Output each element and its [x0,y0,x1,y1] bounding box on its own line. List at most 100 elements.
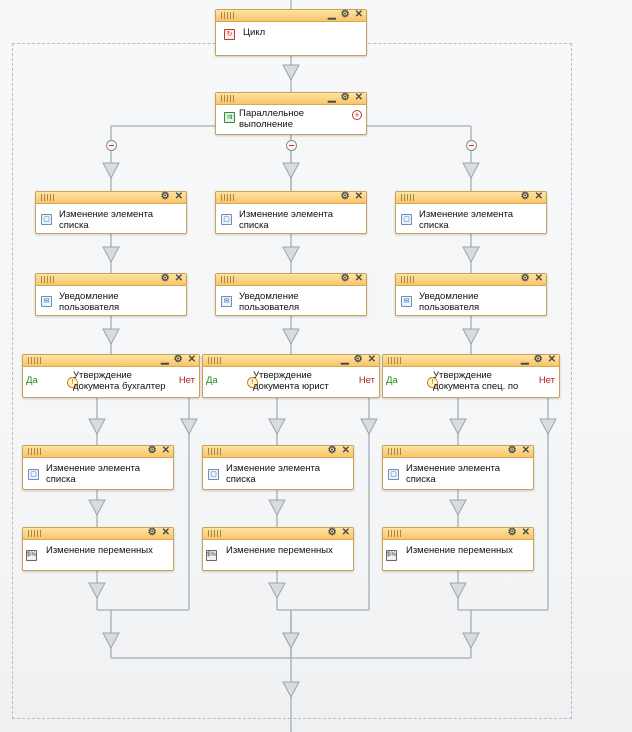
remove-branch-icon[interactable] [466,140,477,151]
drag-handle-icon[interactable] [208,448,222,455]
gear-icon[interactable]: ⚙ [507,527,517,538]
gear-icon[interactable]: ⚙ [147,527,157,538]
gear-icon[interactable]: ⚙ [160,273,170,284]
minimize-icon[interactable]: ▁ [520,354,529,365]
drag-handle-icon[interactable] [401,194,415,201]
activity-header[interactable]: ▁ ⚙ ✕ [203,354,379,367]
drag-handle-icon[interactable] [208,530,222,537]
yes-branch-label: Да [386,375,398,386]
gear-icon[interactable]: ⚙ [353,354,363,365]
close-icon[interactable]: ✕ [354,273,363,284]
close-icon[interactable]: ✕ [174,191,183,202]
close-icon[interactable]: ✕ [354,191,363,202]
remove-branch-icon[interactable] [286,140,297,151]
close-icon[interactable]: ✕ [354,92,363,103]
activity-header[interactable]: ⚙✕ [383,527,533,540]
activity-header[interactable]: ▁ ⚙ ✕ [23,354,199,367]
drag-handle-icon[interactable] [28,357,42,364]
activity-body: $%Изменение переменных [23,540,173,571]
gear-icon[interactable]: ⚙ [520,273,530,284]
activity-header[interactable]: ⚙✕ [396,273,546,286]
activity-header[interactable]: ⚙✕ [383,445,533,458]
activity-label: Изменение элемента [406,463,501,474]
loop-activity[interactable]: ▁⚙✕↻Цикл [215,9,367,56]
drag-handle-icon[interactable] [41,276,55,283]
drag-handle-icon[interactable] [401,276,415,283]
gear-icon[interactable]: ⚙ [327,527,337,538]
drag-handle-icon[interactable] [208,357,222,364]
activity-header[interactable]: ⚙✕ [396,191,546,204]
variables-activity[interactable]: ⚙✕$%Изменение переменных [202,527,354,571]
close-icon[interactable]: ✕ [367,354,376,365]
minimize-icon[interactable]: ▁ [327,9,336,20]
drag-handle-icon[interactable] [221,194,235,201]
minimize-icon[interactable]: ▁ [160,354,169,365]
drag-handle-icon[interactable] [221,276,235,283]
close-icon[interactable]: ✕ [341,527,350,538]
activity-header[interactable]: ⚙✕ [23,445,173,458]
close-icon[interactable]: ✕ [534,273,543,284]
minimize-icon[interactable]: ▁ [340,354,349,365]
close-icon[interactable]: ✕ [174,273,183,284]
gear-icon[interactable]: ⚙ [147,445,157,456]
close-icon[interactable]: ✕ [521,445,530,456]
gear-icon[interactable]: ⚙ [327,445,337,456]
minimize-icon[interactable]: ▁ [327,92,336,103]
drag-handle-icon[interactable] [28,530,42,537]
drag-handle-icon[interactable] [221,12,235,19]
variables-activity[interactable]: ⚙✕$%Изменение переменных [22,527,174,571]
gear-icon[interactable]: ⚙ [340,191,350,202]
close-icon[interactable]: ✕ [161,445,170,456]
activity-header[interactable]: ▁ ⚙ ✕ [216,92,366,105]
gear-icon[interactable]: ⚙ [533,354,543,365]
gear-icon[interactable]: ⚙ [520,191,530,202]
close-icon[interactable]: ✕ [534,191,543,202]
activity-header[interactable]: ⚙✕ [23,527,173,540]
close-icon[interactable]: ✕ [341,445,350,456]
drag-handle-icon[interactable] [388,357,402,364]
drag-handle-icon[interactable] [221,95,235,102]
list-item-icon: ▢ [28,469,39,480]
close-icon[interactable]: ✕ [161,527,170,538]
close-icon[interactable]: ✕ [354,9,363,20]
close-icon[interactable]: ✕ [547,354,556,365]
activity-label: Уведомление [239,291,299,302]
activity-header[interactable]: ⚙✕ [216,191,366,204]
activity-header[interactable]: ⚙✕ [203,445,353,458]
remove-branch-icon[interactable] [106,140,117,151]
close-icon[interactable]: ✕ [187,354,196,365]
activity-header[interactable]: ⚙✕ [36,273,186,286]
gear-icon[interactable]: ⚙ [340,273,350,284]
activity-header[interactable]: ▁ ⚙ ✕ [383,354,559,367]
drag-handle-icon[interactable] [388,530,402,537]
drag-handle-icon[interactable] [28,448,42,455]
activity-header[interactable]: ⚙✕ [36,191,186,204]
gear-icon[interactable]: ⚙ [507,445,517,456]
add-branch-icon[interactable]: + [352,110,362,120]
gear-icon[interactable]: ⚙ [340,9,350,20]
gear-icon[interactable]: ⚙ [340,92,350,103]
variables-activity[interactable]: ⚙✕$%Изменение переменных [382,527,534,571]
drag-handle-icon[interactable] [41,194,55,201]
activity-header[interactable]: ⚙✕ [203,527,353,540]
activity-header[interactable]: ▁ ⚙ ✕ [216,9,366,22]
close-icon[interactable]: ✕ [521,527,530,538]
gear-icon[interactable]: ⚙ [160,191,170,202]
flow-arrow [102,632,120,650]
drag-handle-icon[interactable] [388,448,402,455]
activity-header[interactable]: ⚙✕ [216,273,366,286]
gear-icon[interactable]: ⚙ [173,354,183,365]
